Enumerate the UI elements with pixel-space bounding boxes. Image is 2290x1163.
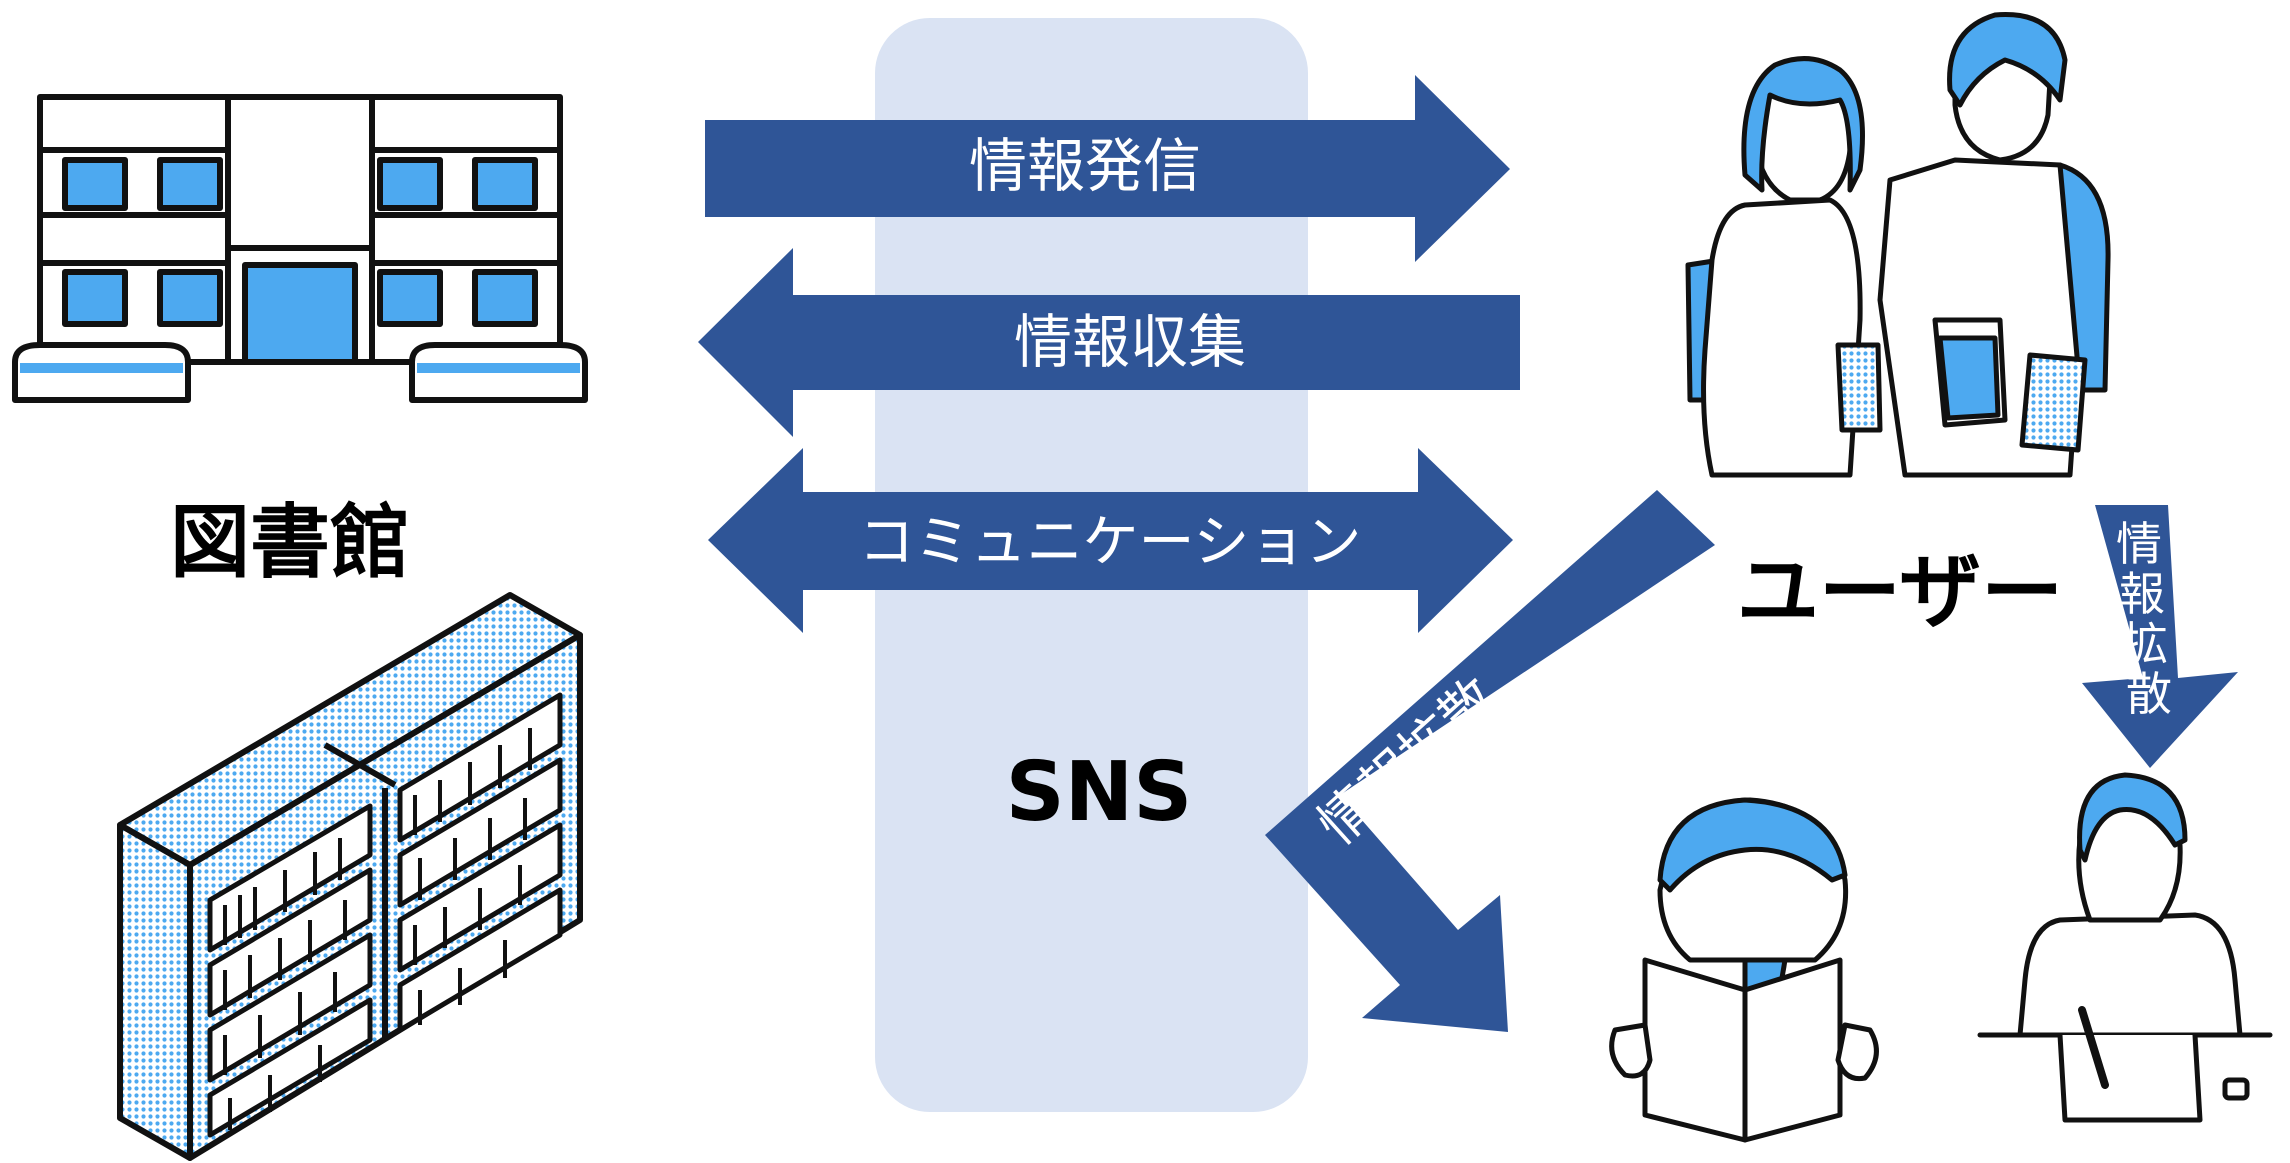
arrow-communication-label: コミュニケーション [859, 510, 1362, 575]
library-label: 図書館 [170, 496, 410, 589]
arrow-info-send-label: 情報発信 [969, 132, 1201, 200]
bookshelf-icon [117, 592, 583, 1161]
spread-char-4: 散 [2126, 667, 2172, 721]
spread-char-1: 情 [2116, 517, 2162, 571]
arrow-info-spread-right-label: 情 報 拡 散 [2116, 517, 2172, 721]
user-label: ユーザー [1737, 545, 2063, 640]
arrow-info-send [705, 75, 1510, 262]
reading-student-icon [1609, 797, 1879, 1143]
arrow-info-collect [698, 248, 1520, 437]
arrow-info-spread-right [2082, 505, 2238, 768]
spread-char-3: 拡 [2122, 617, 2168, 671]
arrow-info-spread-left [1265, 490, 1715, 1032]
spread-char-2: 報 [2119, 567, 2165, 621]
sns-label: SNS [1006, 745, 1193, 840]
writing-student-icon [1977, 772, 2273, 1123]
arrow-info-collect-label: 情報収集 [1014, 308, 1246, 376]
couple-users-icon [1685, 12, 2111, 478]
arrow-communication [708, 448, 1513, 633]
arrow-info-spread-left-label: 情報拡散 [1306, 666, 1509, 857]
library-building-icon [12, 94, 588, 403]
